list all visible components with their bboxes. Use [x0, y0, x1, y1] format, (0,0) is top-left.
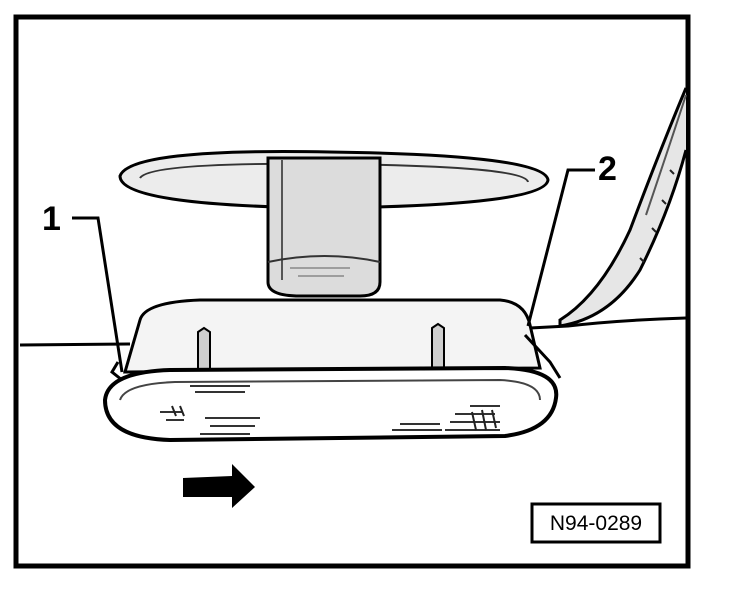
callout-2-leader	[526, 168, 595, 327]
mirror-mount	[118, 150, 550, 298]
reference-code-box	[530, 502, 662, 544]
callout-1-leader	[72, 216, 124, 373]
direction-arrow	[183, 464, 255, 508]
callout-1-label: 1	[42, 200, 61, 238]
reference-code: N94-0289	[550, 512, 642, 535]
headliner-edge	[19, 316, 687, 347]
interior-light-lens	[102, 365, 559, 443]
mirror-housing	[558, 87, 688, 328]
callout-2-label: 2	[598, 150, 617, 188]
